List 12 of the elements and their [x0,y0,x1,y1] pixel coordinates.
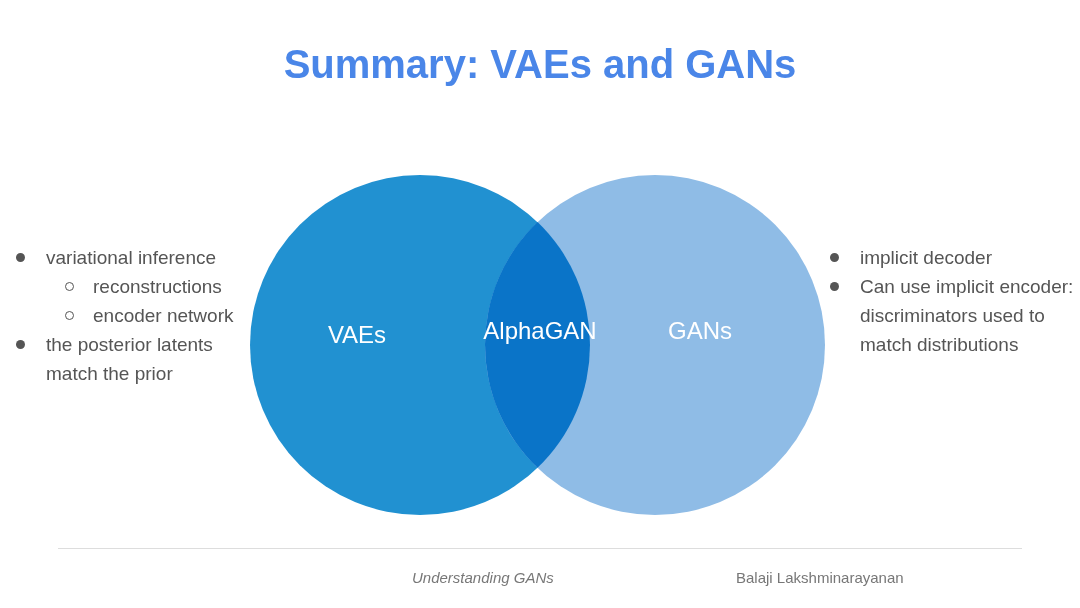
bullet-text: Can use implicit encoder: discriminators used to match distributions [860,275,1075,357]
footer-text: Understanding GANs [412,568,555,588]
bullet-text: variational inference [46,246,218,270]
bullet-text: reconstructions [93,275,223,299]
circle-label: GANs [668,317,732,345]
footer-text: Balaji Lakshminarayanan [736,568,905,588]
circle-label: VAEs [327,321,387,349]
bullet-text: encoder network [93,304,235,328]
circle-label: AlphaGAN [483,317,597,345]
bullet-text: implicit decoder [860,246,993,270]
slide-title: Summary: VAEs and GANs [282,42,798,87]
bullet-text: the posterior latents match the prior [46,333,214,386]
